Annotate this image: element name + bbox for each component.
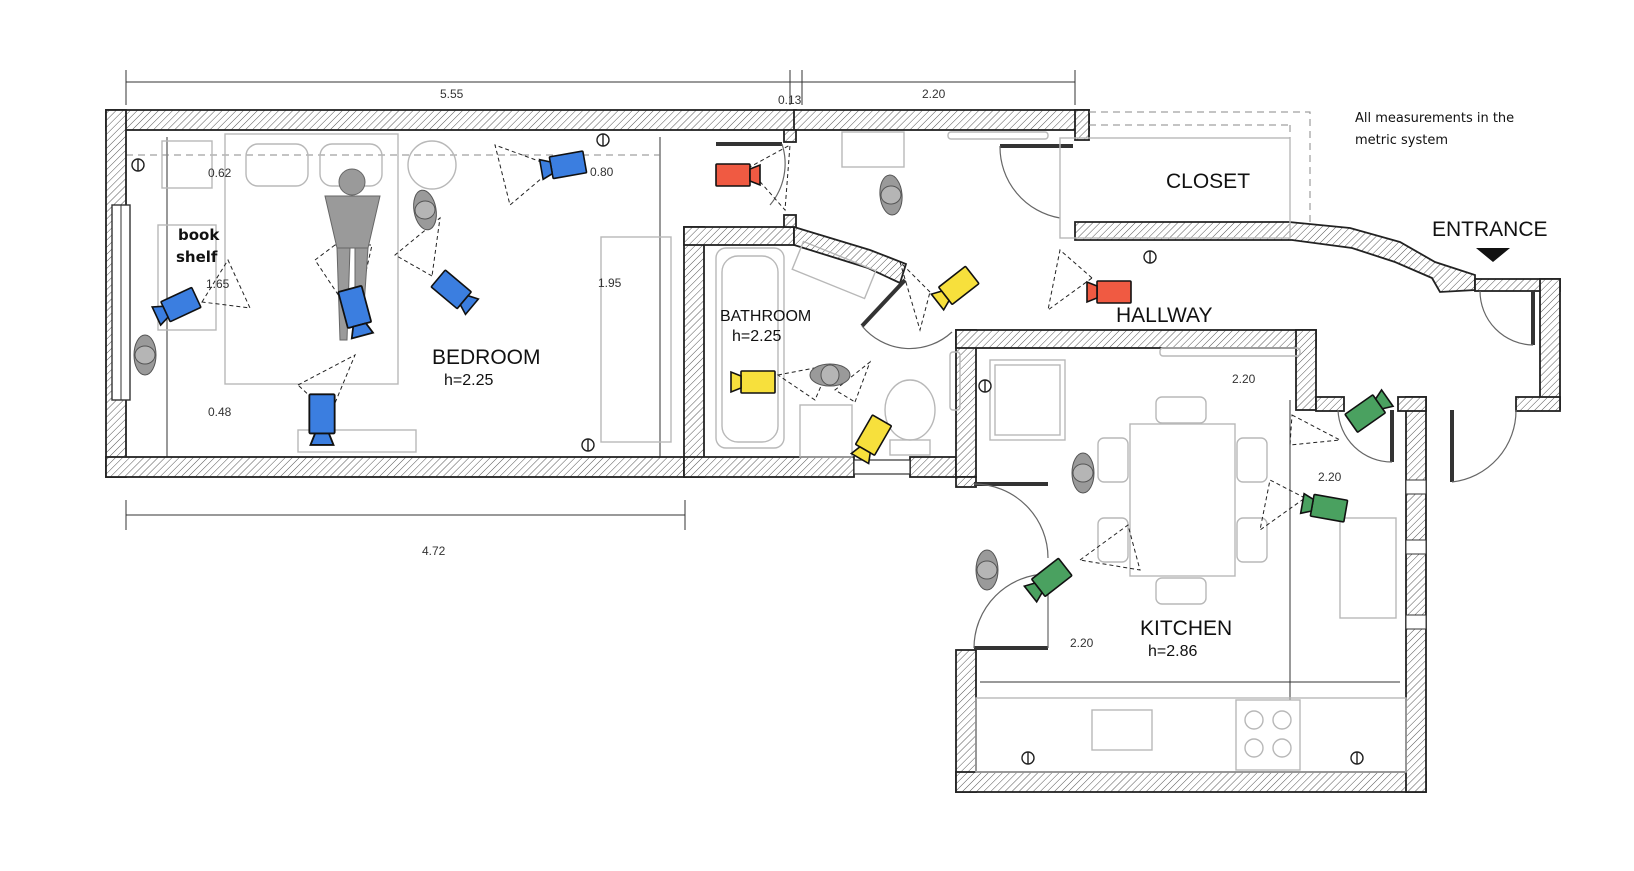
room-label-bedroom: BEDROOM (432, 346, 541, 369)
camera-icon (308, 393, 336, 446)
bathroom-wall-bottom (683, 456, 855, 478)
room-label-closet: CLOSET (1166, 170, 1250, 193)
bedroom-bath-wall (683, 226, 705, 478)
outlet-icon (1350, 751, 1364, 765)
room-height-bathroom: h=2.25 (732, 328, 781, 345)
bedroom-wall-bottom (105, 456, 687, 478)
entrance-arrow-icon (1476, 248, 1510, 262)
closet-wall (1074, 221, 1476, 293)
room-labels: BEDROOM h=2.25 BATHROOM h=2.25 KITCHEN h… (176, 111, 1548, 660)
wardrobe (600, 236, 672, 443)
bed (224, 133, 399, 385)
bathroom-wall-top (683, 226, 795, 246)
doors (716, 142, 1535, 650)
person-icon (1071, 452, 1095, 494)
dim-bottom-bedroom: 4.72 (422, 544, 446, 558)
desk (297, 429, 417, 453)
dim-kitchen-top: 2.20 (1232, 372, 1256, 386)
camera-icon (849, 414, 893, 465)
dim-window-bottom: 0.48 (208, 405, 232, 419)
dim-wardrobe-depth: 0.80 (590, 165, 614, 179)
dim-window-top: 0.62 (208, 166, 232, 180)
outlets (131, 133, 1364, 765)
hall-lower-wall-2 (1397, 396, 1427, 412)
toilet (884, 379, 936, 441)
bookshelf (157, 224, 217, 331)
kitchen-wall-bottom (955, 771, 1427, 793)
dim-wardrobe-len: 1.95 (598, 276, 622, 290)
outlet-icon (1021, 751, 1035, 765)
kitchen-wall-top (955, 329, 1317, 349)
outlet-icon (978, 379, 992, 393)
dim-shelf: 1.65 (206, 277, 230, 291)
measurement-note-line2: metric system (1355, 133, 1448, 148)
kitchen-cabinet (989, 359, 1066, 441)
camera-icon (1344, 388, 1395, 434)
camera-icon (730, 370, 776, 394)
bathtub (715, 247, 785, 449)
stove (1235, 699, 1301, 771)
person-icon (809, 363, 851, 387)
outlet-icon (131, 158, 145, 172)
person-icon (410, 187, 440, 233)
bed-hall-divider (783, 129, 797, 143)
hall-wall-top (793, 109, 1090, 131)
kitchen-counter (975, 697, 1407, 773)
outlet-icon (1143, 250, 1157, 264)
kitchen-wall-left (955, 649, 977, 793)
entrance-wall-bottom (1515, 396, 1561, 412)
dim-kitchen-right: 2.20 (1318, 470, 1342, 484)
dining-table (1129, 423, 1236, 577)
measurement-note-line1: All measurements in the (1355, 111, 1514, 126)
person-icon (877, 173, 905, 217)
label-book: book (178, 226, 220, 244)
person-icon (133, 334, 157, 376)
sink (799, 404, 853, 458)
room-label-entrance: ENTRANCE (1432, 218, 1548, 241)
dim-top-right: 2.20 (922, 87, 946, 101)
room-height-kitchen: h=2.86 (1148, 643, 1197, 660)
outlet-icon (596, 133, 610, 147)
bathroom-wall-bottom-r (909, 456, 957, 478)
entrance-wall-right (1539, 278, 1561, 410)
room-height-bedroom: h=2.25 (444, 372, 493, 389)
dim-top-bedroom: 5.55 (440, 87, 464, 101)
camera-icon (1086, 280, 1132, 304)
dimension-labels: 5.55 0.13 2.20 4.72 0.62 0.48 1.65 0.80 … (206, 87, 1342, 650)
label-shelf: shelf (176, 248, 218, 266)
camera-icon (430, 269, 480, 316)
bedroom-wall-top (105, 109, 797, 131)
bathroom-window (853, 459, 911, 475)
furniture (157, 131, 1407, 773)
kitchen-wall-left-stub (955, 476, 977, 488)
person-icon (975, 549, 999, 591)
kitchen-wall-right-upper (1295, 329, 1317, 411)
camera-icon (150, 286, 202, 327)
hall-wall-stub (1074, 109, 1090, 141)
dim-kitchen-bottom: 2.20 (1070, 636, 1094, 650)
outlet-icon (581, 438, 595, 452)
camera-icon (1299, 491, 1349, 523)
bathroom-angled-wall (793, 225, 908, 285)
dim-top-gap: 0.13 (778, 93, 802, 107)
room-label-kitchen: KITCHEN (1140, 617, 1232, 640)
bed-hall-divider-lower (783, 214, 797, 228)
camera-icon (929, 265, 980, 312)
walls (105, 109, 1561, 793)
room-label-hallway: HALLWAY (1116, 304, 1212, 327)
room-label-bathroom: BATHROOM (720, 308, 811, 325)
kitchen-wall-right (1405, 396, 1427, 793)
camera-fov (201, 144, 1342, 571)
camera-icon (715, 163, 761, 187)
hall-lower-wall (1315, 396, 1345, 412)
